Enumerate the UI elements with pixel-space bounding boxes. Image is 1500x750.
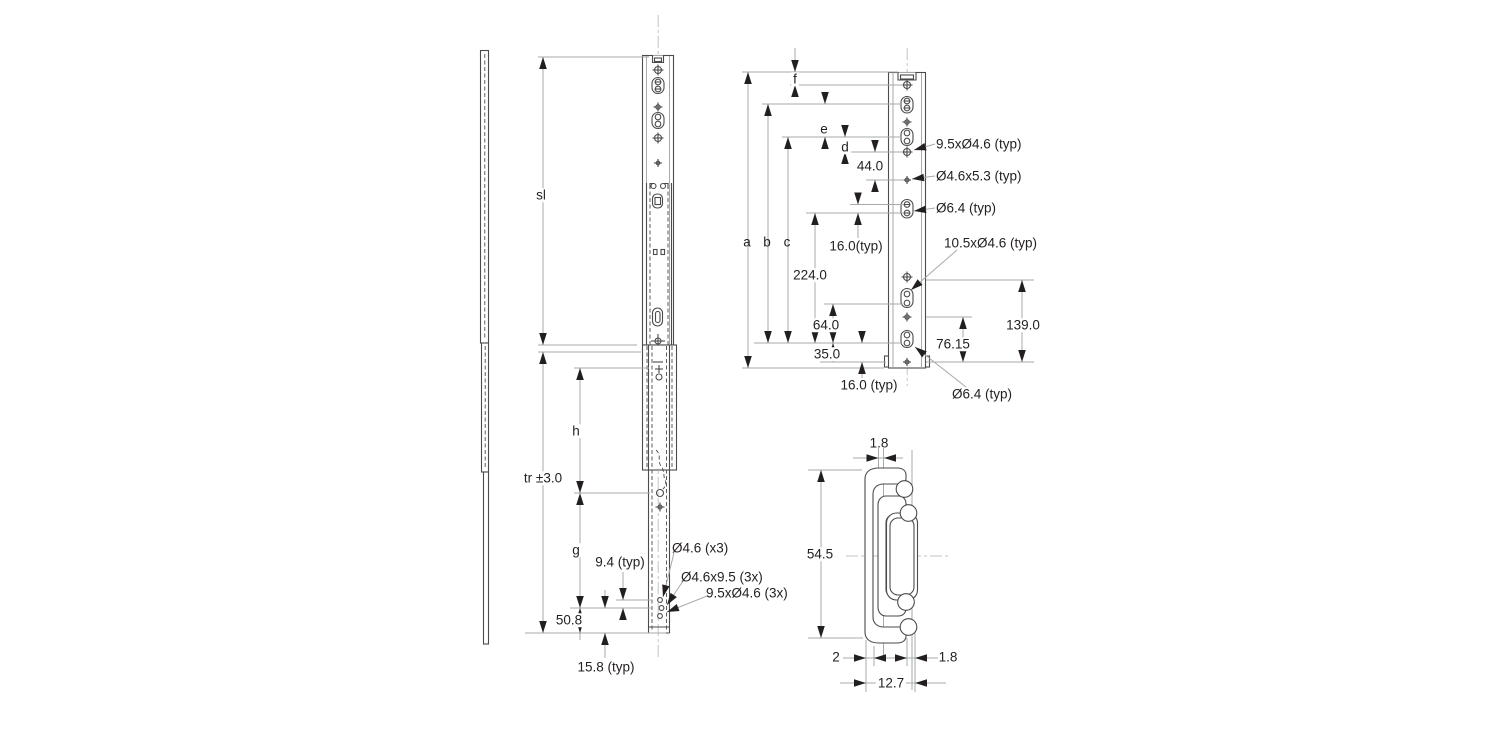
- dim-label-h: h: [570, 423, 582, 439]
- dim-label-1-8-top: 1.8: [869, 435, 889, 451]
- callout-slot-o6-4-typ: Ø6.4 (typ): [936, 200, 997, 216]
- dim-label-16-0-typ-bottom: 16.0 (typ): [840, 377, 898, 393]
- dim-label-f: f: [791, 71, 799, 87]
- dim-label-sl: sl: [534, 187, 548, 203]
- dim-label-139-0: 139.0: [1004, 317, 1042, 333]
- dim-label-76-15: 76.15: [934, 336, 972, 352]
- callout-hole-9-5xo4-6: 9.5xØ4.6 (3x): [706, 585, 788, 601]
- dim-label-1-8-bottom: 1.8: [938, 649, 958, 665]
- callout-slot-o6-4-typ-bottom: Ø6.4 (typ): [952, 386, 1013, 402]
- mounting-view: [742, 48, 1034, 388]
- callout-slot-9-5xo4-6-typ: 9.5xØ4.6 (typ): [936, 136, 1022, 152]
- extended-view: [525, 15, 708, 658]
- dim-label-50-8: 50.8: [553, 612, 585, 628]
- callout-hole-o4-6x5-3-typ: Ø4.6x5.3 (typ): [936, 168, 1022, 184]
- dim-label-12-7: 12.7: [875, 675, 907, 691]
- dim-label-b: b: [763, 234, 771, 250]
- dim-label-224-0: 224.0: [791, 267, 829, 283]
- callout-hole-o4-6x9-5: Ø4.6x9.5 (3x): [681, 569, 763, 585]
- cross-section-view: [808, 448, 948, 692]
- callout-slot-10-5xo4-6-typ: 10.5xØ4.6 (typ): [944, 235, 1038, 251]
- dim-label-9-4-typ: 9.4 (typ): [595, 554, 645, 570]
- dim-label-d: d: [839, 139, 851, 155]
- dim-label-2: 2: [832, 649, 840, 665]
- dim-label-15-8-typ: 15.8 (typ): [577, 659, 635, 675]
- dim-label-travel: tr ±3.0: [521, 470, 565, 486]
- dim-label-16-0-typ: 16.0(typ): [829, 238, 883, 254]
- side-profile-view: [479, 49, 490, 645]
- dim-label-44-0: 44.0: [854, 158, 886, 174]
- dim-label-54-5: 54.5: [804, 546, 836, 562]
- dim-label-64-0: 64.0: [810, 317, 842, 333]
- dim-label-c: c: [783, 234, 791, 250]
- callout-hole-o4-6-x3: Ø4.6 (x3): [672, 540, 729, 556]
- dim-label-g: g: [570, 542, 582, 558]
- dim-label-a: a: [743, 234, 751, 250]
- dim-label-e: e: [818, 121, 830, 137]
- dim-label-35-0: 35.0: [811, 346, 843, 362]
